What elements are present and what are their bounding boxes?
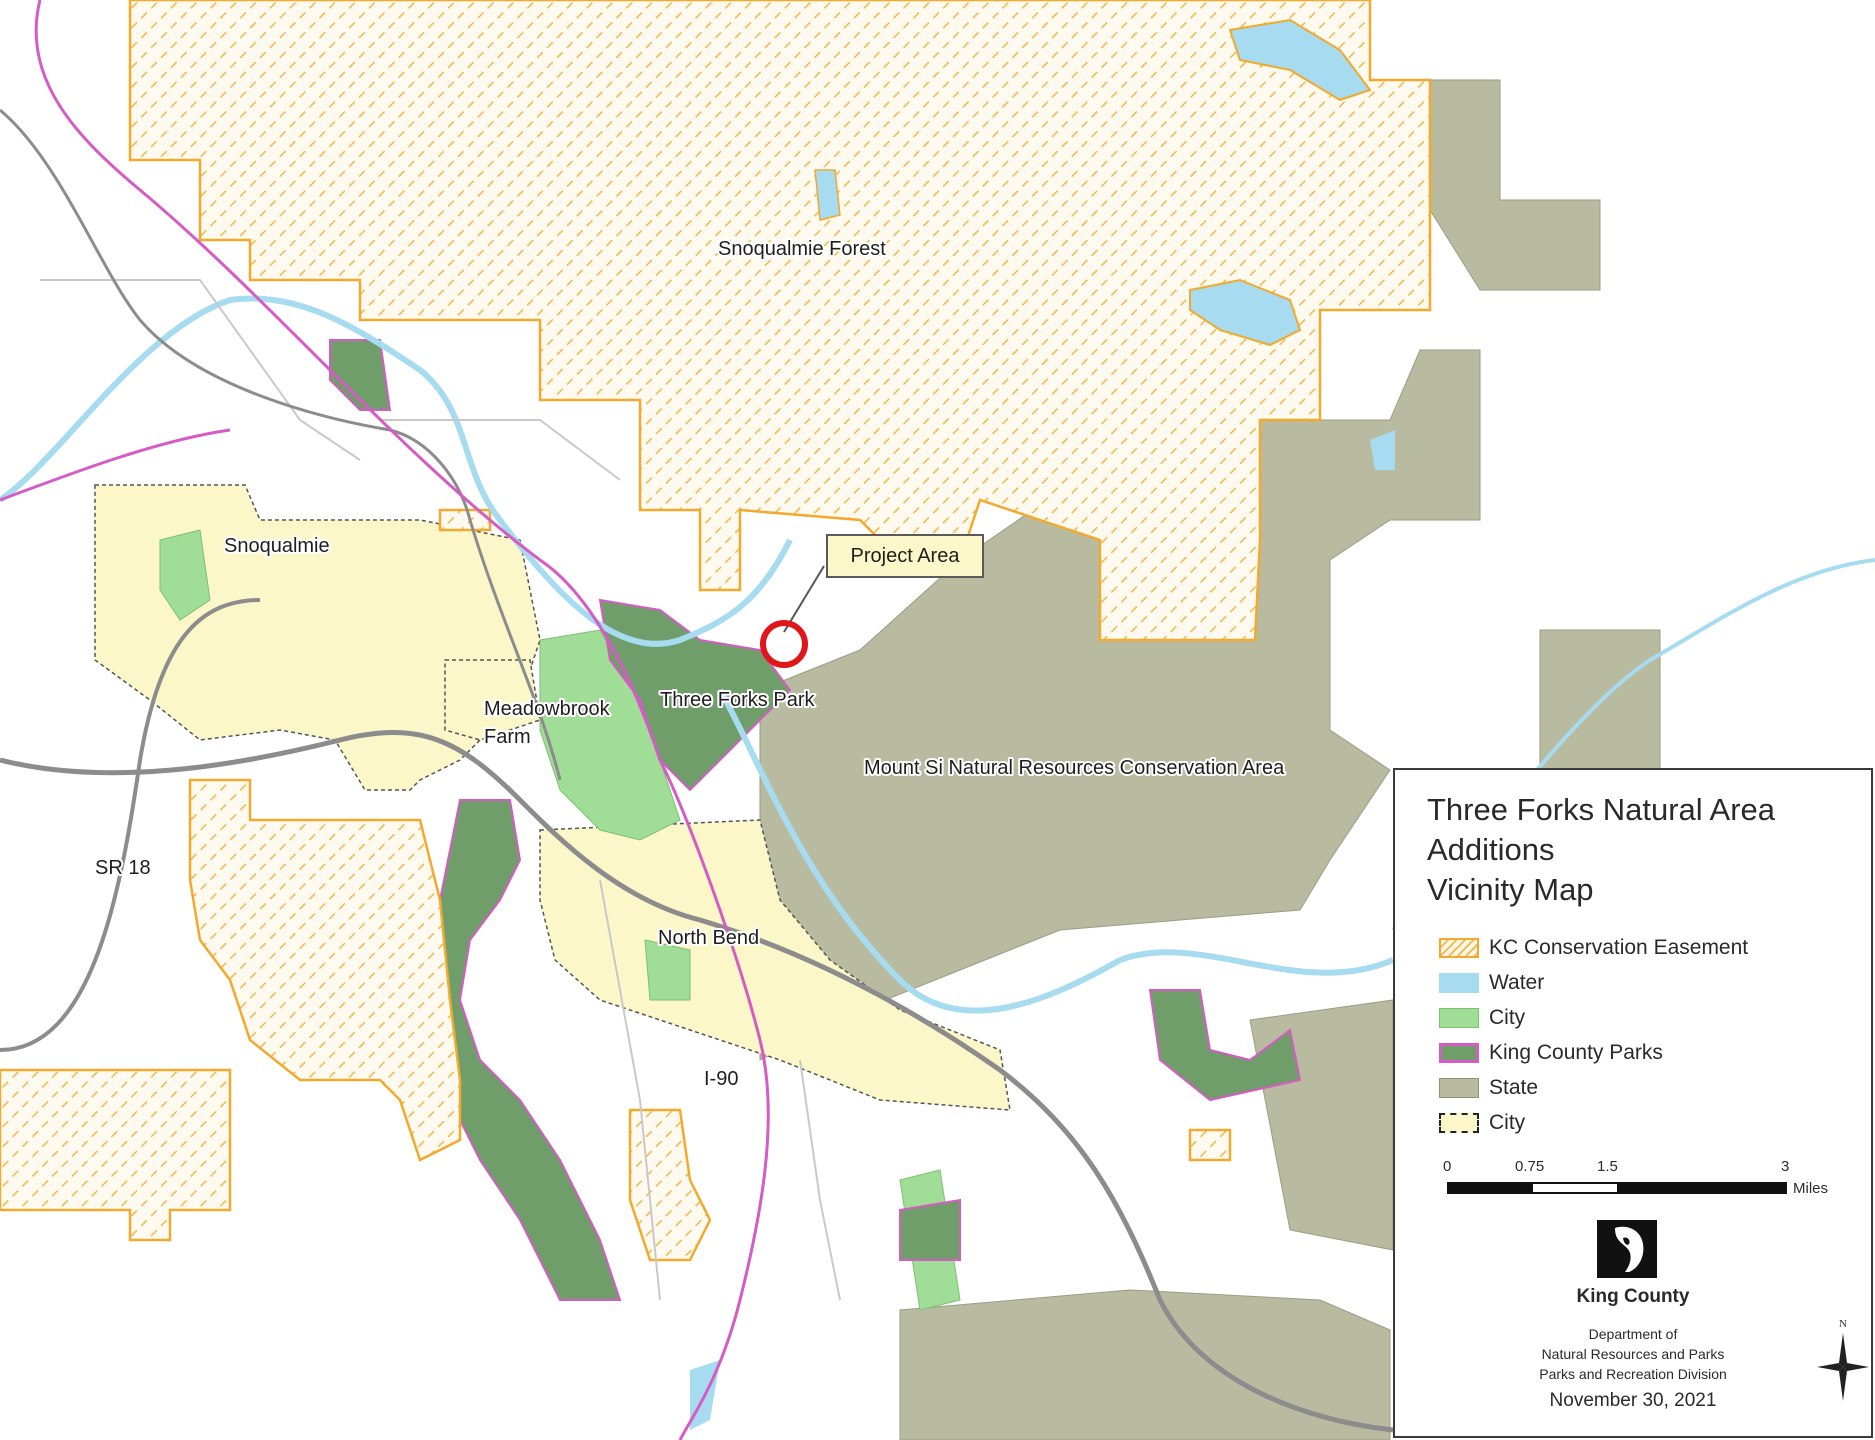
lake-east xyxy=(1189,278,1302,347)
kc-parks-swatch xyxy=(1439,1042,1479,1063)
department-block: Department of Natural Resources and Park… xyxy=(1395,1324,1871,1384)
easement-southwest-1 xyxy=(188,778,462,1162)
city-park-snoqualmie-1 xyxy=(159,529,211,621)
scale-tick-label: 0 xyxy=(1443,1158,1452,1175)
project-area-callout[interactable]: Project Area xyxy=(826,534,984,578)
label-snoqualmie-forest: Snoqualmie Forest xyxy=(718,238,886,260)
department-line: Natural Resources and Parks xyxy=(1541,1346,1725,1362)
road-local-4 xyxy=(799,1059,841,1301)
legend-item-label: King County Parks xyxy=(1489,1040,1663,1064)
city-area-snoqualmie xyxy=(94,484,541,791)
city-area-north-bend xyxy=(539,819,1011,1111)
state-land-northeast xyxy=(1429,79,1601,291)
easement-swatch xyxy=(1439,937,1479,958)
scale-tick-label: 0.75 xyxy=(1515,1158,1545,1175)
kc-park-south xyxy=(899,1198,961,1261)
lake-east-2 xyxy=(1370,430,1395,470)
scale-tick-label: 3 xyxy=(1781,1158,1790,1175)
legend-item-label: City xyxy=(1489,1005,1526,1029)
legend-title-line: Additions xyxy=(1427,832,1555,867)
kc-parks-layer xyxy=(329,339,1302,1301)
road-pink-trail xyxy=(34,0,770,1440)
legend-items: KC Conservation Easement Water City King… xyxy=(1439,930,1859,1140)
label-north-bend: North Bend xyxy=(658,927,759,949)
road-local-2 xyxy=(380,419,621,481)
scale-segment xyxy=(1533,1184,1617,1192)
city-area-meadowbrook xyxy=(444,659,541,741)
state-land-southeast xyxy=(1249,999,1394,1251)
scale-bar-graphic xyxy=(1447,1182,1787,1194)
label-snoqualmie: Snoqualmie xyxy=(224,535,330,557)
map-date: November 30, 2021 xyxy=(1549,1390,1717,1411)
legend-item-state: State xyxy=(1439,1070,1859,1105)
legend-item-city-boundary: City xyxy=(1439,1105,1859,1140)
kc-park-east xyxy=(1148,989,1302,1102)
department-line: Parks and Recreation Division xyxy=(1539,1366,1727,1382)
easement-small-1 xyxy=(438,508,492,532)
label-sr18: SR 18 xyxy=(95,857,151,879)
place-labels: Snoqualmie Forest Snoqualmie Meadowbrook… xyxy=(93,236,1287,1092)
label-meadowbrook-1: Meadowbrook xyxy=(484,698,611,720)
road-sr18 xyxy=(0,598,261,1052)
city-park-north-bend xyxy=(644,939,691,1001)
label-meadowbrook-2: Farm xyxy=(484,726,531,748)
project-area-circle[interactable] xyxy=(760,620,808,668)
road-highway-snoqualmie xyxy=(0,108,562,781)
legend-title-line: Vicinity Map xyxy=(1427,872,1594,907)
city-boundary-swatch xyxy=(1439,1112,1479,1133)
river-south-fork xyxy=(717,688,1395,1014)
king-county-logo-icon xyxy=(1597,1220,1657,1278)
city-areas-layer xyxy=(94,484,1011,1111)
legend-item-label: Water xyxy=(1489,970,1545,994)
north-label: N xyxy=(1839,1318,1847,1330)
conservation-easement-layer xyxy=(0,0,1432,1262)
legend-title-line: Three Forks Natural Area xyxy=(1427,792,1776,827)
easement-south-cluster xyxy=(628,1108,712,1262)
legend-item-label: City xyxy=(1489,1110,1526,1134)
road-pink-west xyxy=(0,428,231,502)
legend-item-easement: KC Conservation Easement xyxy=(1439,930,1859,965)
road-local-3 xyxy=(599,879,661,1301)
easement-snoqualmie-forest xyxy=(128,0,1432,642)
label-three-forks-park: Three Forks Park xyxy=(660,689,815,711)
legend-item-water: Water xyxy=(1439,965,1859,1000)
city-green-swatch xyxy=(1439,1007,1479,1028)
legend-item-label: KC Conservation Easement xyxy=(1489,935,1749,959)
road-i90 xyxy=(0,730,1394,1433)
label-mount-si: Mount Si Natural Resources Conservation … xyxy=(864,757,1285,779)
state-swatch xyxy=(1439,1077,1479,1098)
scale-segment xyxy=(1617,1184,1785,1192)
agency-name: King County xyxy=(1576,1286,1690,1307)
legend-item-city-green: City xyxy=(1439,1000,1859,1035)
scale-units: Miles xyxy=(1793,1180,1829,1197)
map-legend: Three Forks Natural Area Additions Vicin… xyxy=(1393,768,1873,1438)
scale-segment xyxy=(1449,1184,1533,1192)
roads-layer xyxy=(0,0,1394,1440)
department-line: Department of xyxy=(1588,1326,1678,1342)
scale-tick-label: 1.5 xyxy=(1597,1158,1618,1175)
easement-small-2 xyxy=(1188,1128,1232,1162)
water-swatch xyxy=(1439,972,1479,993)
road-local-1 xyxy=(40,279,361,461)
easement-southwest-2 xyxy=(0,1068,232,1242)
legend-item-kc-parks: King County Parks xyxy=(1439,1035,1859,1070)
legend-item-label: State xyxy=(1489,1075,1539,1099)
lake-northeast xyxy=(1228,18,1372,102)
north-arrow-icon: N xyxy=(1817,1318,1869,1401)
legend-title: Three Forks Natural Area Additions Vicin… xyxy=(1427,790,1775,910)
state-land-south xyxy=(899,1289,1391,1440)
project-area-marker[interactable] xyxy=(760,565,825,668)
lake-forest-1 xyxy=(814,169,841,221)
label-i90: I-90 xyxy=(704,1068,738,1090)
scale-bar: 0 0.75 1.5 3 Miles xyxy=(1443,1158,1867,1208)
